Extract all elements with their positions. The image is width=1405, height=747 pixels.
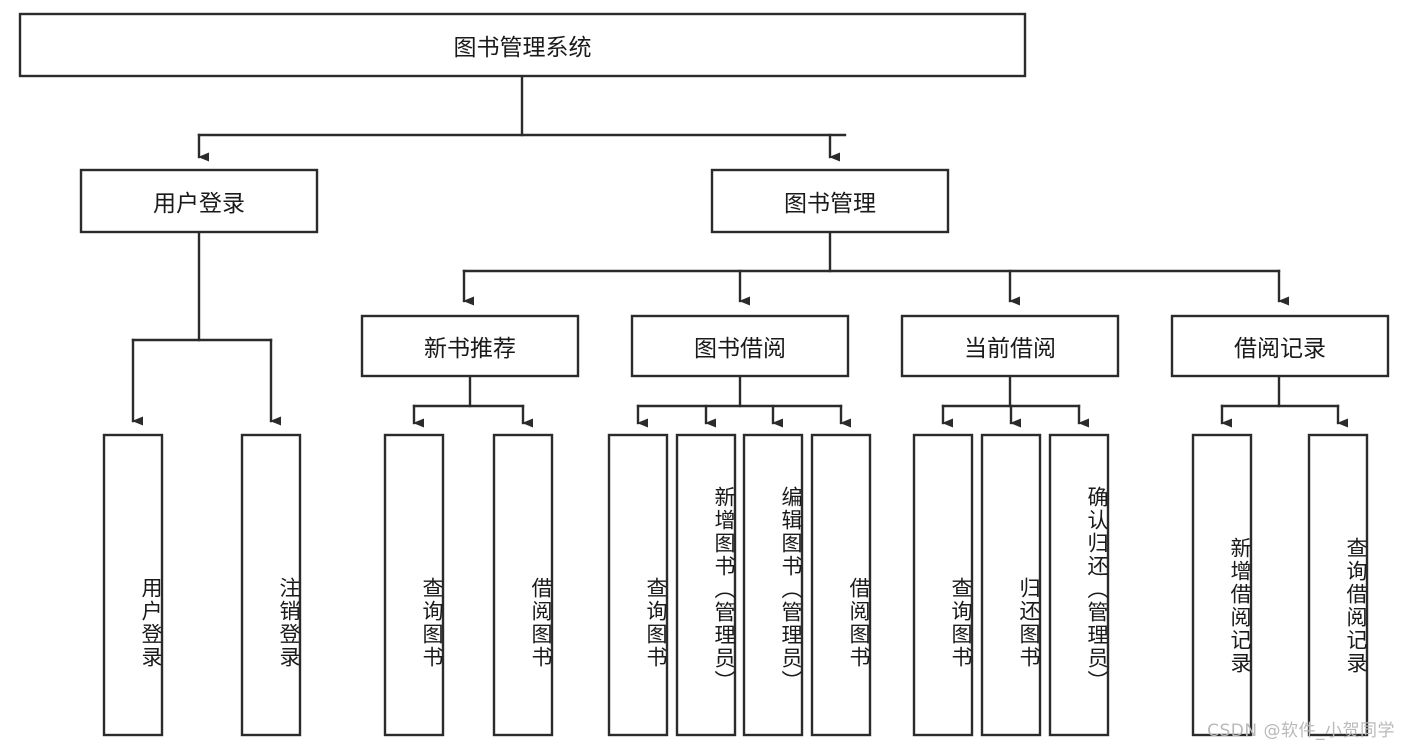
node-book-manage[interactable] — [710, 168, 950, 234]
connector-bookborrow-to-leaves — [636, 374, 851, 428]
connector-currentborrow-to-leaves — [941, 374, 1089, 428]
node-leaf-rec-add[interactable] — [1191, 433, 1253, 737]
node-leaf-borrow-edit[interactable] — [742, 433, 804, 737]
connector-newbookrec-to-leaves — [412, 374, 533, 428]
connector-root-to-level2 — [197, 76, 847, 162]
node-leaf-rec-search[interactable] — [1307, 433, 1369, 737]
node-borrow-record[interactable] — [1170, 314, 1390, 378]
connector-userlogin-to-leaves — [131, 231, 281, 426]
node-current-borrow[interactable] — [900, 314, 1120, 378]
node-book-borrow[interactable] — [630, 314, 850, 378]
node-leaf-borrow-add[interactable] — [675, 433, 737, 737]
node-leaf-user-login[interactable] — [102, 433, 164, 737]
node-leaf-borrow-query[interactable] — [607, 433, 669, 737]
node-leaf-cur-return[interactable] — [980, 433, 1042, 737]
node-leaf-rec-borrow[interactable] — [492, 433, 554, 737]
node-root[interactable] — [18, 12, 1027, 78]
node-leaf-borrow-lend[interactable] — [810, 433, 872, 737]
node-leaf-cur-confirm[interactable] — [1048, 433, 1110, 737]
node-user-login[interactable] — [79, 168, 319, 234]
node-new-book-rec[interactable] — [360, 314, 580, 378]
node-leaf-rec-query[interactable] — [383, 433, 445, 737]
connector-bookmanage-to-level3 — [462, 231, 1289, 306]
node-leaf-user-logout[interactable] — [240, 433, 302, 737]
watermark-label: CSDN @软件_小贺同学 — [1207, 721, 1395, 741]
connector-borrowrecord-to-leaves — [1220, 374, 1348, 428]
node-leaf-cur-query[interactable] — [912, 433, 974, 737]
